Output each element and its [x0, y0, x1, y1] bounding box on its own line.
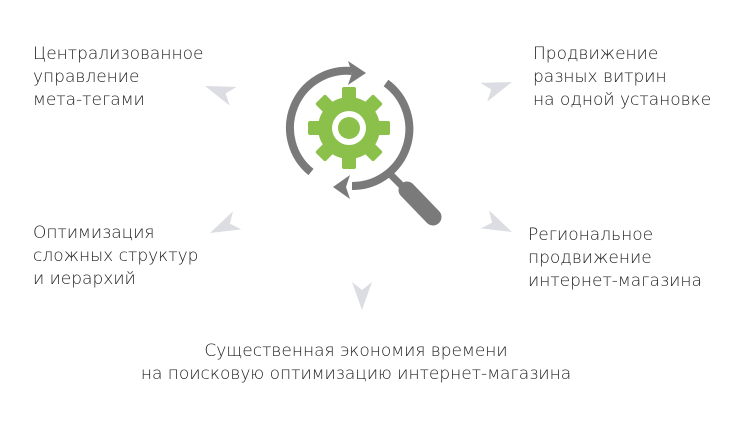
feature-line: на поисковую оптимизацию интернет-магази…	[140, 364, 572, 384]
feature-line: продвижение	[528, 248, 652, 268]
feature-regional-promotion: Региональное продвижение интернет-магази…	[528, 224, 702, 293]
feature-line: интернет-магазина	[528, 271, 702, 291]
feature-line: сложных структур	[33, 246, 199, 266]
feature-complex-structures: Оптимизация сложных структур и иерархий	[33, 222, 198, 291]
feature-line: Централизованное	[33, 44, 204, 64]
feature-line: Продвижение	[533, 44, 659, 64]
feature-line: Региональное	[528, 225, 654, 245]
feature-line: на одной установке	[533, 90, 712, 110]
refresh-arrows-icon	[286, 66, 414, 191]
arrowhead-top-icon	[348, 61, 366, 85]
pointer-top-right-icon	[480, 82, 512, 102]
magnifier-grip-icon	[398, 181, 442, 226]
arrowhead-bottom-icon	[333, 175, 350, 199]
feature-multiple-storefronts: Продвижение разных витрин на одной устан…	[533, 43, 711, 112]
feature-line: Оптимизация	[33, 223, 155, 243]
feature-line: мета-тегами	[33, 90, 145, 110]
feature-line: Существенная экономия времени	[204, 341, 508, 361]
feature-line: управление	[33, 67, 140, 87]
gear-icon	[308, 87, 390, 169]
feature-line: и иерархий	[33, 269, 136, 289]
pointer-mid-left-icon	[210, 211, 242, 233]
magnifier-handle-icon	[384, 168, 406, 190]
pointer-top-left-icon	[205, 86, 237, 106]
pointer-bottom-icon	[352, 282, 372, 310]
feature-line: разных витрин	[533, 67, 667, 87]
feature-meta-tags: Централизованное управление мета-тегами	[33, 43, 203, 112]
feature-time-saving: Существенная экономия времени на поисков…	[106, 340, 606, 386]
pointer-mid-right-icon	[480, 210, 512, 232]
